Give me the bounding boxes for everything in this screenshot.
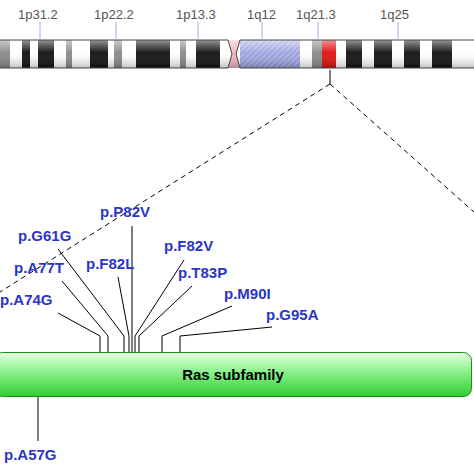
chromosome-outline xyxy=(0,40,474,68)
mutation-label: p.A57G xyxy=(4,447,57,462)
mutation-label: p.G95A xyxy=(266,307,319,322)
band-label: 1p31.2 xyxy=(18,8,58,21)
band-ticks xyxy=(40,22,398,40)
mutation-label: p.M90I xyxy=(224,286,271,301)
band-label: 1p22.2 xyxy=(94,8,134,21)
mutation-label: p.A77T xyxy=(14,260,64,275)
mutation-label: p.A74G xyxy=(0,292,53,307)
mutation-label: p.F82V xyxy=(164,238,213,253)
domain-bar: Ras subfamily xyxy=(0,352,472,397)
band-label: 1q25 xyxy=(380,8,409,21)
mutation-label: p.G61G xyxy=(18,228,71,243)
leader-lines xyxy=(38,226,272,441)
mutation-label: p.F82L xyxy=(86,256,134,271)
band-label: 1q12 xyxy=(247,8,276,21)
chromosome-shading xyxy=(0,40,474,68)
mutation-label: p.P82V xyxy=(100,204,150,219)
domain-name: Ras subfamily xyxy=(182,366,284,383)
chromosome-ideogram xyxy=(0,40,474,68)
mutation-label: p.T83P xyxy=(178,265,227,280)
band-label: 1p13.3 xyxy=(176,8,216,21)
zoom-lines xyxy=(0,70,474,292)
band-label: 1q21.3 xyxy=(296,8,336,21)
